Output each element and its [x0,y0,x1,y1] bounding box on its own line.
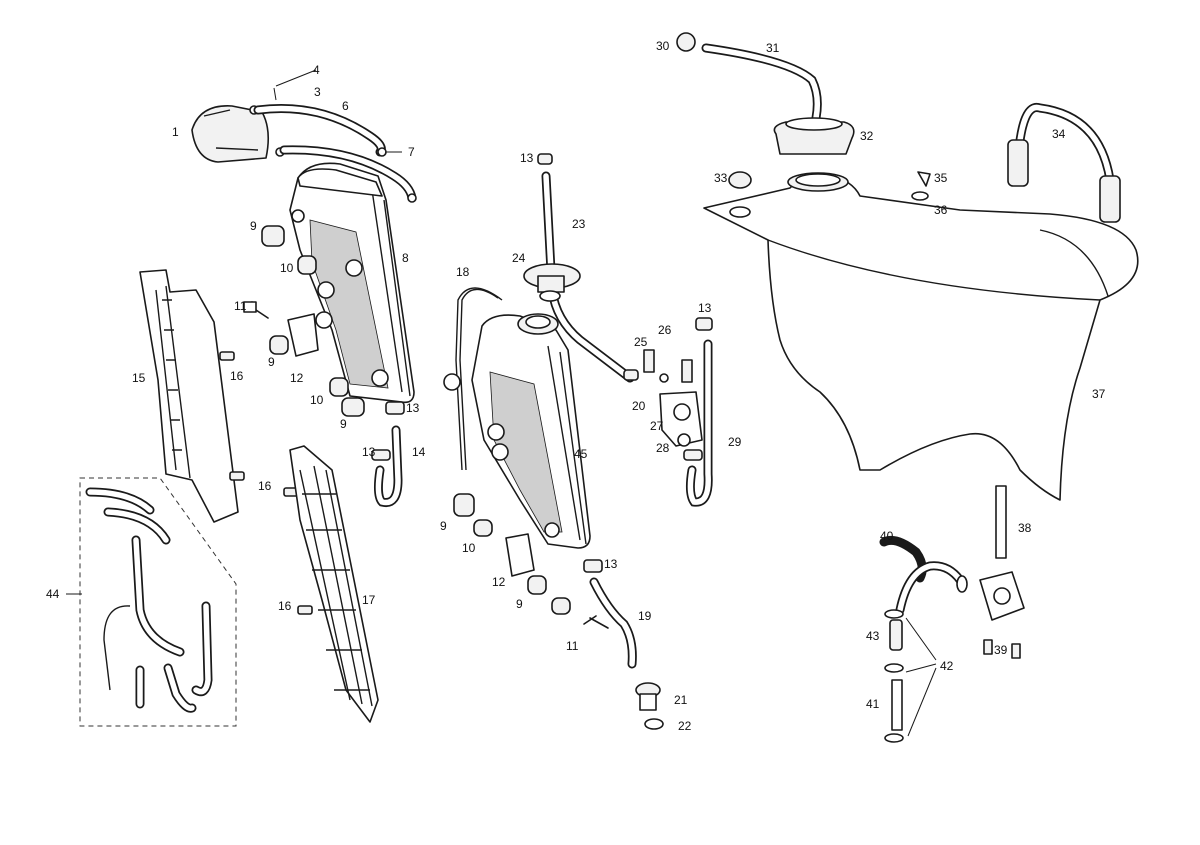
part-fuel-line [879,535,1021,743]
callout-37: 37 [1092,387,1106,401]
callout-26: 26 [658,323,672,337]
callout-13-a: 13 [406,401,420,415]
part-fuel-cap [676,32,855,155]
callout-13-b: 13 [362,445,376,459]
callout-9-c: 9 [340,417,347,431]
callout-27: 27 [650,419,664,433]
callout-16-a: 16 [230,369,244,383]
part-left-radiator [289,162,415,404]
callout-1: 1 [172,125,179,139]
callout-18: 18 [456,265,470,279]
callout-10-b: 10 [310,393,324,407]
part-right-mounts [453,493,609,629]
callout-24: 24 [512,251,526,265]
callout-labels: 1 3 4 6 7 8 9 10 11 9 12 10 9 13 13 14 1… [46,39,1106,733]
callout-17: 17 [362,593,376,607]
callout-39: 39 [994,643,1008,657]
part-right-radiator-guard [289,445,379,723]
callout-4: 4 [313,63,320,77]
callout-9-e: 9 [516,597,523,611]
callout-13-d: 13 [604,557,618,571]
callout-11-a: 11 [234,299,247,313]
callout-9-b: 9 [268,355,275,369]
callout-14: 14 [412,445,426,459]
callout-42: 42 [940,659,954,673]
callout-13-e: 13 [698,301,712,315]
callout-15: 15 [132,371,146,385]
callout-28: 28 [656,441,670,455]
callout-22: 22 [678,719,692,733]
callout-16-c: 16 [278,599,292,613]
callout-6: 6 [342,99,349,113]
callout-11-b: 11 [566,639,579,653]
callout-41: 41 [866,697,880,711]
callout-23: 23 [572,217,586,231]
part-thermostat-housing [643,317,713,507]
callout-30: 30 [656,39,670,53]
part-upper-hose [523,153,639,383]
callout-34: 34 [1052,127,1066,141]
callout-7: 7 [408,145,415,159]
callout-36: 36 [934,203,948,217]
callout-25: 25 [634,335,648,349]
callout-35: 35 [934,171,948,185]
callout-20: 20 [632,399,646,413]
callout-16-b: 16 [258,479,272,493]
part-fuel-tank [703,172,1139,501]
part-left-mounts [243,225,365,417]
callout-19: 19 [638,609,652,623]
callout-44: 44 [46,587,60,601]
part-left-radiator-guard [139,269,239,523]
callout-10-a: 10 [280,261,294,275]
callout-45: 45 [574,447,588,461]
callout-32: 32 [860,129,874,143]
part-overflow-hoses [249,69,417,203]
part-left-lower-hose [371,401,405,507]
callout-9-a: 9 [250,219,257,233]
callout-12-a: 12 [290,371,304,385]
part-hose-kit [66,477,237,727]
part-studs [219,351,313,615]
callout-3: 3 [314,85,321,99]
part-right-lower-hose [583,559,637,669]
callout-10-c: 10 [462,541,476,555]
callout-33: 33 [714,171,728,185]
part-radiator-cover [191,105,270,163]
part-tank-hardware [728,171,931,201]
callout-43: 43 [866,629,880,643]
part-tank-strap [1007,103,1121,223]
part-drain-fitting [635,682,664,730]
callout-40: 40 [880,529,894,543]
part-right-radiator [443,313,591,549]
callout-31: 31 [766,41,780,55]
callout-29: 29 [728,435,742,449]
callout-12-b: 12 [492,575,506,589]
part-fuel-tap [979,485,1025,621]
callout-8: 8 [402,251,409,265]
callout-13-c: 13 [520,151,534,165]
callout-21: 21 [674,693,688,707]
callout-9-d: 9 [440,519,447,533]
callout-38: 38 [1018,521,1032,535]
part-overflow-tube [455,287,503,471]
